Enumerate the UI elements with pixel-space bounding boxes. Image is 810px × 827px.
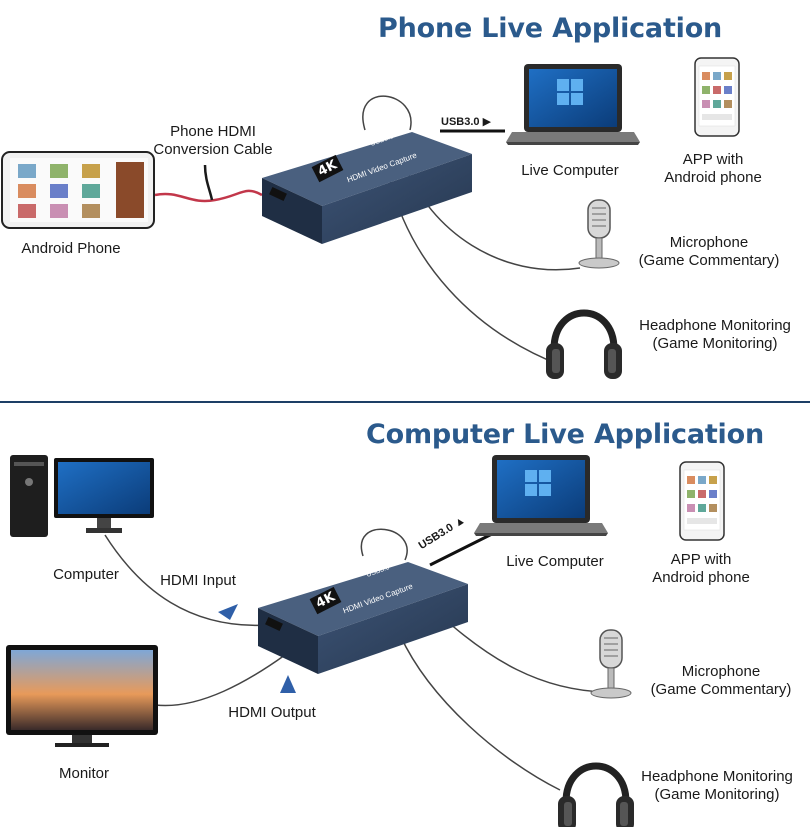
headphones-bottom xyxy=(558,766,634,827)
desktop-computer-image xyxy=(10,455,154,537)
headphone-label-top-line-2: (Game Monitoring) xyxy=(652,335,778,352)
capture-device-bottom xyxy=(258,562,468,674)
cable-connector xyxy=(203,164,214,201)
microphone-label-top-line-1: Microphone xyxy=(669,234,749,251)
headphone-label-bottom-line-2: (Game Monitoring) xyxy=(654,786,780,803)
capture-device-top xyxy=(262,132,472,244)
monitor-image xyxy=(6,645,158,747)
usb-label-top: USB3.0 ▶ xyxy=(441,116,492,128)
live-computer-label-top: Live Computer xyxy=(521,162,619,179)
headphone-label-bottom-line-1: Headphone Monitoring xyxy=(641,768,793,785)
microphone-label-top-line-2: (Game Commentary) xyxy=(638,252,780,269)
mic-cable-bottom xyxy=(439,614,606,693)
android-phone-label: Android Phone xyxy=(21,240,121,257)
android-phone-image xyxy=(1,151,155,229)
cable-label-line-2: Conversion Cable xyxy=(153,141,273,158)
computer-label: Computer xyxy=(53,566,119,583)
app-label-bottom-line-1: APP with xyxy=(670,551,732,568)
headphone-label-top: Headphone Monitoring (Game Monitoring) xyxy=(626,317,804,353)
laptop-top xyxy=(506,64,640,145)
app-label-top: APP with Android phone xyxy=(648,151,778,187)
cable-label-line-1: Phone HDMI xyxy=(170,123,256,140)
hdmi-output-arrow xyxy=(280,675,296,693)
microphone-label-bottom-line-2: (Game Commentary) xyxy=(650,681,792,698)
live-computer-label-bottom: Live Computer xyxy=(506,553,604,570)
app-label-bottom: APP with Android phone xyxy=(636,551,766,587)
hdmi-output-label: HDMI Output xyxy=(228,704,316,721)
hdmi-output-cable xyxy=(154,654,286,707)
hdmi-input-label: HDMI Input xyxy=(160,572,236,589)
hdmi-input-cable xyxy=(104,534,271,627)
app-label-bottom-line-2: Android phone xyxy=(652,569,750,586)
microphone-label-bottom-line-1: Microphone xyxy=(681,663,761,680)
laptop-bottom xyxy=(474,455,608,536)
headphone-label-bottom: Headphone Monitoring (Game Monitoring) xyxy=(628,768,806,804)
app-phone-bottom xyxy=(679,461,725,541)
app-label-top-line-1: APP with xyxy=(682,151,744,168)
headphone-label-top-line-1: Headphone Monitoring xyxy=(639,317,791,334)
cable-label: Phone HDMI Conversion Cable xyxy=(138,123,288,159)
headphones-top xyxy=(546,313,622,379)
monitor-label: Monitor xyxy=(58,765,110,782)
loop-cable-top xyxy=(362,95,412,131)
computer-section-title: Computer Live Application xyxy=(366,419,764,450)
phone-section-title: Phone Live Application xyxy=(378,13,723,44)
hdmi-input-arrow xyxy=(218,604,238,620)
headphone-cable-bottom xyxy=(399,634,561,791)
hdmi-conversion-cable xyxy=(154,189,263,203)
section-divider xyxy=(0,401,810,403)
microphone-label-bottom: Microphone (Game Commentary) xyxy=(634,663,808,699)
microphone-label-top: Microphone (Game Commentary) xyxy=(624,234,794,270)
microphone-top xyxy=(578,199,620,269)
microphone-bottom xyxy=(590,629,632,699)
loop-cable-bottom xyxy=(360,528,408,561)
app-phone-top xyxy=(694,57,740,137)
app-label-top-line-2: Android phone xyxy=(664,169,762,186)
